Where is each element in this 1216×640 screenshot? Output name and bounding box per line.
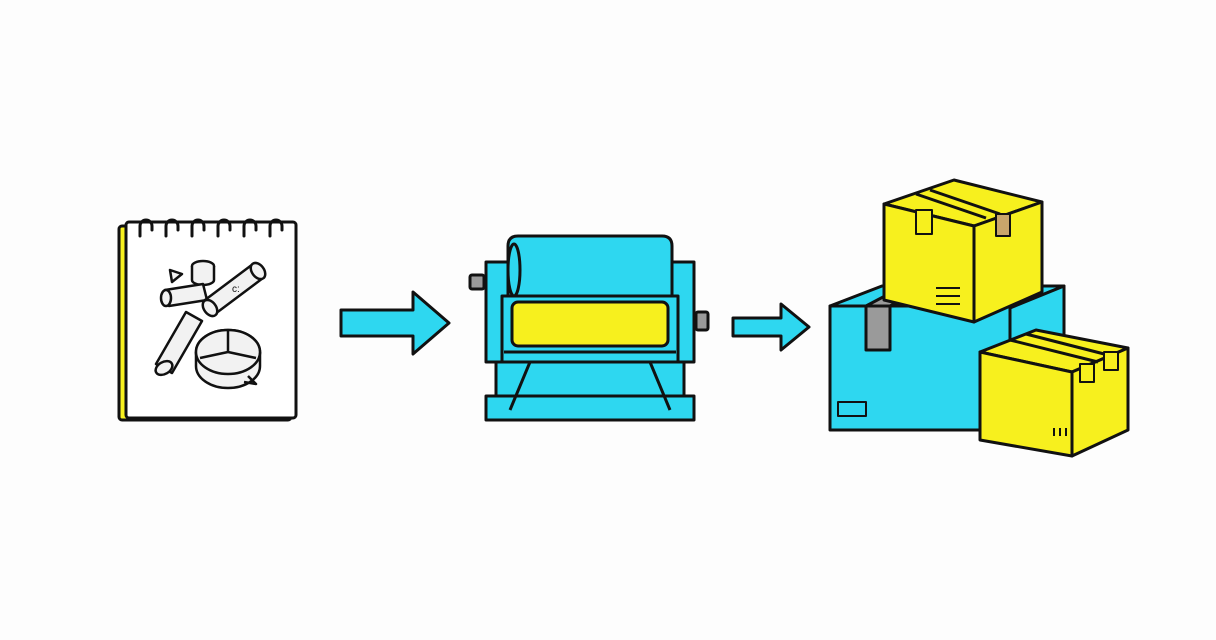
svg-text:c:: c:	[232, 284, 240, 295]
arrow-right-icon	[339, 290, 451, 356]
yellow-box-right-icon	[978, 328, 1130, 458]
spiral-binding-icon	[138, 218, 284, 238]
stacked-boxes-icon	[828, 178, 1130, 458]
arrow-right-icon	[731, 302, 811, 352]
roller-machine-icon	[468, 234, 710, 422]
sketch-notebook-icon: c:	[117, 218, 298, 422]
yellow-box-top-icon	[882, 178, 1044, 324]
sketch-parts-icon: c:	[154, 259, 267, 390]
